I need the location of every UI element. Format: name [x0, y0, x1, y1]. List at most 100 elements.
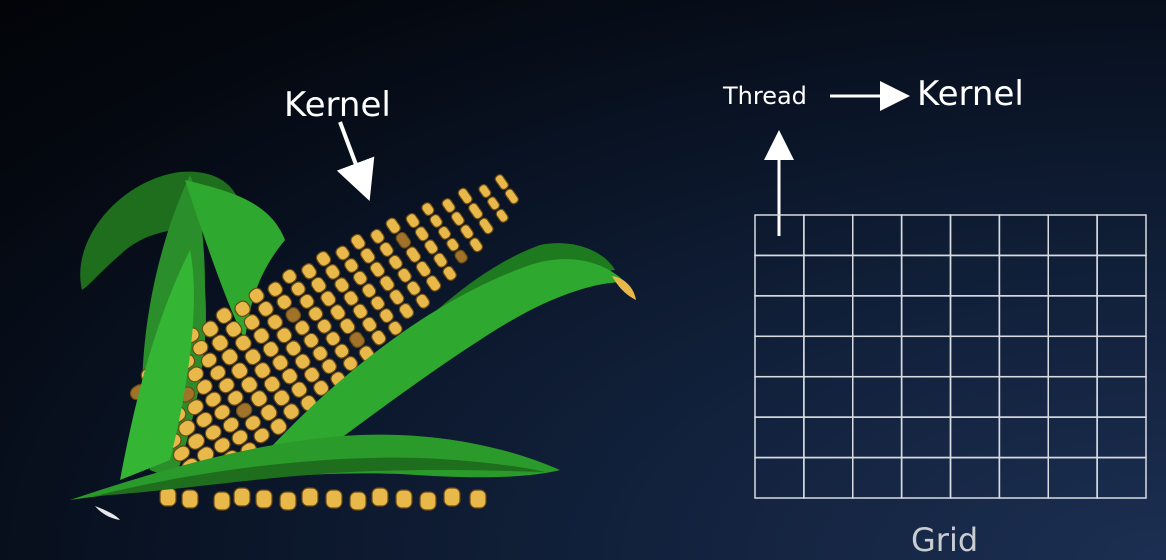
- grid-cell: [949, 375, 1001, 418]
- corn-kernel: [269, 417, 288, 436]
- grid-cell: [900, 456, 952, 499]
- front-leaf-left: [120, 250, 194, 480]
- corn-kernel: [325, 489, 343, 509]
- corn-kernel: [371, 329, 387, 346]
- corn-kernel: [352, 303, 368, 320]
- corn-kernel: [253, 327, 270, 345]
- grid-cell: [754, 254, 805, 297]
- corn-kernel: [201, 320, 219, 338]
- corn-kernel: [450, 211, 465, 227]
- corn-kernel: [218, 377, 235, 394]
- corn-kernel: [260, 403, 278, 422]
- grid-cell: [803, 416, 854, 459]
- grid-cell: [998, 456, 1049, 499]
- grid-cell: [1047, 416, 1098, 459]
- corn-kernel: [267, 281, 284, 298]
- grid-cell: [998, 375, 1049, 418]
- corn-kernel: [233, 487, 251, 507]
- corn-kernel: [192, 339, 209, 356]
- corn-kernel: [429, 213, 443, 228]
- corn-kernel: [181, 489, 199, 509]
- grid-cell: [754, 456, 805, 499]
- corn-kernel: [263, 375, 281, 393]
- corn-kernel: [419, 491, 437, 511]
- corn-kernel: [414, 226, 430, 242]
- corn-kernel: [339, 317, 356, 335]
- grid-label: Grid: [911, 521, 979, 559]
- grid-cell: [949, 254, 1001, 297]
- corn-kernel: [494, 174, 509, 191]
- corn-kernel: [459, 224, 474, 240]
- grid-cell: [1047, 375, 1098, 418]
- corn-kernel: [315, 250, 332, 267]
- corn-kernel: [352, 270, 368, 286]
- corn-kernel: [222, 416, 240, 433]
- corn-kernel: [360, 247, 376, 264]
- grid-cell: [754, 295, 805, 338]
- grid-cell: [803, 254, 854, 297]
- corn-kernel: [379, 241, 394, 258]
- corn-kernel: [243, 314, 261, 331]
- corn-kernel: [290, 281, 306, 297]
- leaf-curl: [95, 506, 120, 520]
- grid-cell: [803, 214, 854, 257]
- grid-cell: [754, 335, 805, 378]
- corn-kernel: [221, 348, 239, 366]
- corn-kernel: [187, 399, 204, 416]
- corn-kernel: [213, 437, 231, 454]
- corn-kernel: [349, 331, 366, 348]
- corn-kernel: [369, 261, 386, 278]
- corn-kernel: [344, 258, 359, 274]
- corn-kernel: [405, 212, 420, 229]
- corn-kernel: [486, 196, 501, 211]
- corn-kernel: [195, 411, 213, 429]
- thread-label: Thread: [723, 82, 807, 110]
- corn-kernel: [349, 491, 367, 511]
- corn-kernel: [276, 294, 293, 310]
- corn-kernel: [257, 300, 274, 317]
- grid-cell: [1047, 214, 1098, 257]
- corn-kernel: [294, 319, 311, 336]
- corn-kernel: [209, 364, 227, 381]
- grid-cell: [1096, 416, 1147, 459]
- thread-grid: [754, 214, 1147, 499]
- corn-kernel: [254, 362, 271, 379]
- corn-kernel: [469, 489, 487, 509]
- corn-kernel: [387, 320, 403, 336]
- corn-kernel: [342, 355, 359, 372]
- corn-kernel: [213, 491, 231, 511]
- corn-kernel: [437, 225, 452, 240]
- corn-kernel: [433, 252, 448, 268]
- corn-kernel: [405, 246, 422, 263]
- corn-kernel: [285, 307, 302, 323]
- corn-kernel: [457, 187, 473, 205]
- corn-kernel: [415, 260, 432, 278]
- corn-kernel: [478, 184, 492, 199]
- corn-kernel: [504, 188, 519, 205]
- grid-cell: [949, 214, 1001, 257]
- corn-kernel: [204, 424, 222, 441]
- grid-cell: [1096, 375, 1147, 418]
- grid-cell: [1096, 295, 1147, 338]
- corn-kernel: [253, 427, 270, 444]
- grid-cell: [900, 335, 952, 378]
- corn-kernel: [187, 432, 206, 450]
- corn-kernel: [266, 313, 284, 331]
- corn-kernel: [370, 228, 385, 245]
- grid-cell: [900, 254, 952, 297]
- corn-kernel: [303, 366, 320, 383]
- corn-kernel: [371, 487, 389, 507]
- corn-kernel: [272, 354, 289, 371]
- grid-cell: [900, 416, 952, 459]
- corn-kernel: [281, 268, 298, 285]
- corn-kernel: [478, 217, 494, 235]
- corn-kernel: [385, 217, 401, 235]
- grid-cell: [998, 416, 1049, 459]
- corn-kernel: [290, 381, 308, 398]
- corn-kernel: [361, 283, 377, 299]
- grid-cell: [949, 416, 1001, 459]
- grid-cell: [852, 375, 903, 418]
- corn-kernel: [316, 318, 332, 334]
- corn-kernel: [325, 264, 341, 280]
